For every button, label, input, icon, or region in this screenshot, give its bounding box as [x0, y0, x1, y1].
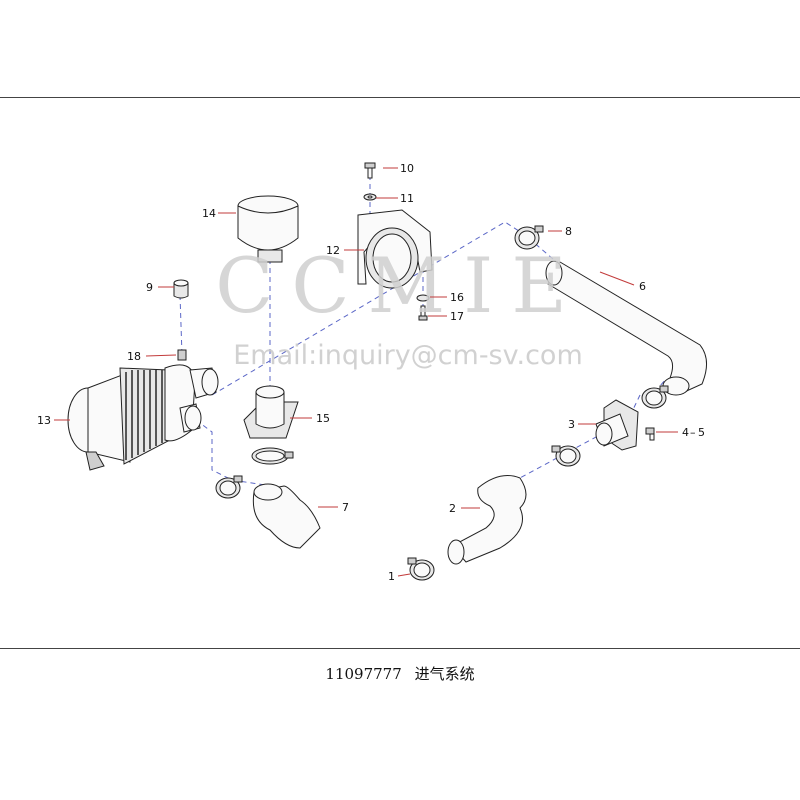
callout-3: 3	[568, 418, 575, 431]
callout-8: 8	[565, 225, 572, 238]
caption-title: 进气系统	[414, 665, 475, 683]
part-3-adapter	[595, 399, 639, 451]
part-4-5-bolt	[645, 427, 655, 441]
callout-18: 18	[127, 350, 141, 363]
part-clamp-center	[251, 447, 294, 465]
callout-13: 13	[37, 414, 51, 427]
callout-labels: 10 11 14 12 8 6 9 16 17 18 13 15 3 4 – 5…	[37, 162, 705, 583]
assembly-path-main	[211, 221, 561, 396]
part-17-bolt	[418, 305, 428, 321]
callout-15: 15	[316, 412, 330, 425]
callout-10: 10	[400, 162, 414, 175]
watermark: CCMIE Email:inquiry@cm-sv.com	[215, 241, 585, 371]
leader-lines	[54, 167, 678, 577]
part-13-air-filter	[67, 349, 219, 471]
watermark-brand: CCMIE	[215, 241, 585, 330]
callout-14: 14	[202, 207, 216, 220]
part-8-clamp	[514, 225, 544, 250]
callout-5: 5	[698, 426, 705, 439]
part-clamp-left	[215, 475, 243, 499]
callout-11: 11	[400, 192, 414, 205]
assembly-path-right	[519, 394, 641, 479]
callout-4-5-dash: –	[690, 426, 696, 439]
part-1-clamp	[407, 557, 435, 581]
callout-2: 2	[449, 502, 456, 515]
part-15-inlet-tube	[243, 385, 299, 439]
caption-part-number: 11097777	[325, 665, 402, 683]
part-7-elbow	[252, 483, 321, 549]
watermark-email: Email:inquiry@cm-sv.com	[233, 340, 583, 371]
callout-16: 16	[450, 291, 464, 304]
callout-12: 12	[326, 244, 340, 257]
callout-7: 7	[342, 501, 349, 514]
diagram-caption: 11097777 进气系统	[0, 663, 800, 684]
callout-17: 17	[450, 310, 464, 323]
callout-9: 9	[146, 281, 153, 294]
part-16-washer	[416, 294, 430, 302]
bottom-rule	[0, 648, 800, 649]
part-2-hose	[447, 475, 527, 565]
part-10-bolt	[364, 162, 376, 179]
part-12-bracket	[357, 209, 433, 289]
part-9-cap	[173, 279, 189, 299]
part-clamp-lower-right	[551, 445, 581, 467]
part-14-precleaner	[237, 195, 299, 263]
callout-6: 6	[639, 280, 646, 293]
assembly-path-lower	[195, 419, 266, 486]
callout-4: 4	[682, 426, 689, 439]
part-6-hose	[545, 260, 707, 396]
assembly-path-pin	[179, 294, 183, 356]
part-clamp-upper-right	[641, 385, 669, 409]
part-11-washer	[363, 193, 377, 201]
top-rule	[0, 97, 800, 98]
callout-1: 1	[388, 570, 395, 583]
